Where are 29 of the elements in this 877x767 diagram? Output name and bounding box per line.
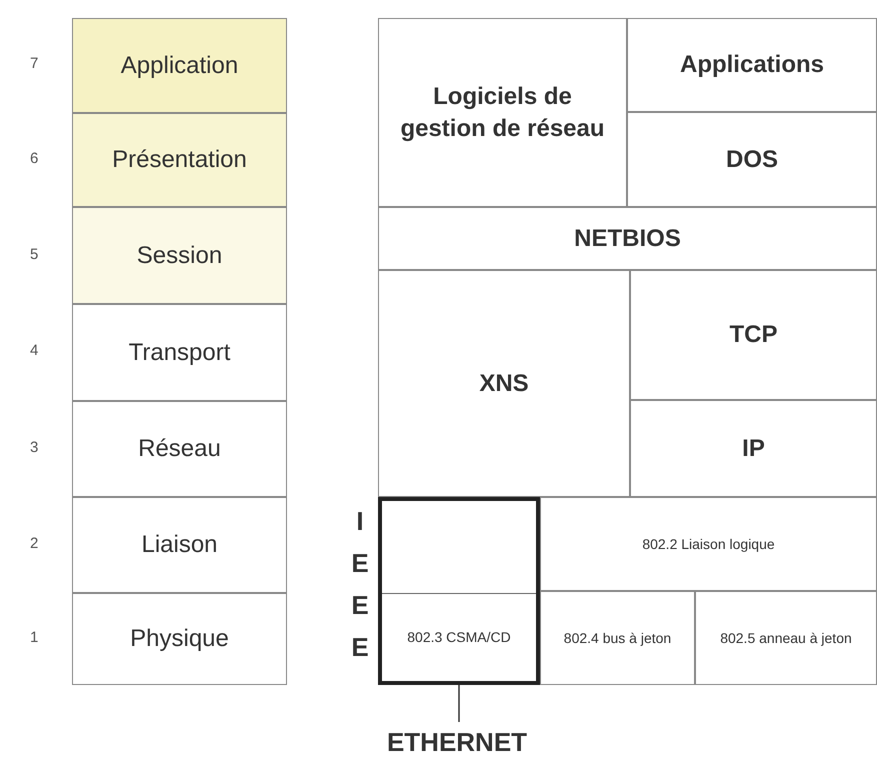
- vertical-label: IEEE: [344, 506, 375, 674]
- protocol-cell: IP: [630, 400, 877, 497]
- layer-cell: Liaison: [72, 497, 287, 593]
- protocol-cell: 802.4 bus à jeton: [540, 591, 695, 685]
- protocol-cell: XNS: [378, 270, 630, 497]
- protocol-cell: TCP: [630, 270, 877, 400]
- protocol-cell: Applications: [627, 18, 877, 112]
- protocol-cell: 802.2 Liaison logique: [540, 497, 877, 591]
- protocol-cell: Logiciels de gestion de réseau: [378, 18, 627, 207]
- layer-cell: Réseau: [72, 401, 287, 497]
- ethernet-box: [378, 497, 540, 685]
- protocol-cell: NETBIOS: [378, 207, 877, 270]
- layer-cell: Transport: [72, 304, 287, 401]
- layer-number: 6: [30, 150, 38, 167]
- ethernet-label: ETHERNET: [387, 722, 527, 762]
- layer-number: 7: [30, 55, 38, 72]
- layer-number: 5: [30, 246, 38, 263]
- layer-cell: Session: [72, 207, 287, 304]
- layer-number: 3: [30, 439, 38, 456]
- layer-cell: Présentation: [72, 113, 287, 207]
- protocol-cell: 802.3 CSMA/CD: [382, 593, 536, 681]
- layer-cell: Application: [72, 18, 287, 113]
- layer-number: 2: [30, 535, 38, 552]
- layer-number: 1: [30, 629, 38, 646]
- layer-cell: Physique: [72, 593, 287, 685]
- protocol-cell: 802.5 anneau à jeton: [695, 591, 877, 685]
- layer-number: 4: [30, 342, 38, 359]
- leader-line: [458, 685, 460, 722]
- protocol-cell: DOS: [627, 112, 877, 207]
